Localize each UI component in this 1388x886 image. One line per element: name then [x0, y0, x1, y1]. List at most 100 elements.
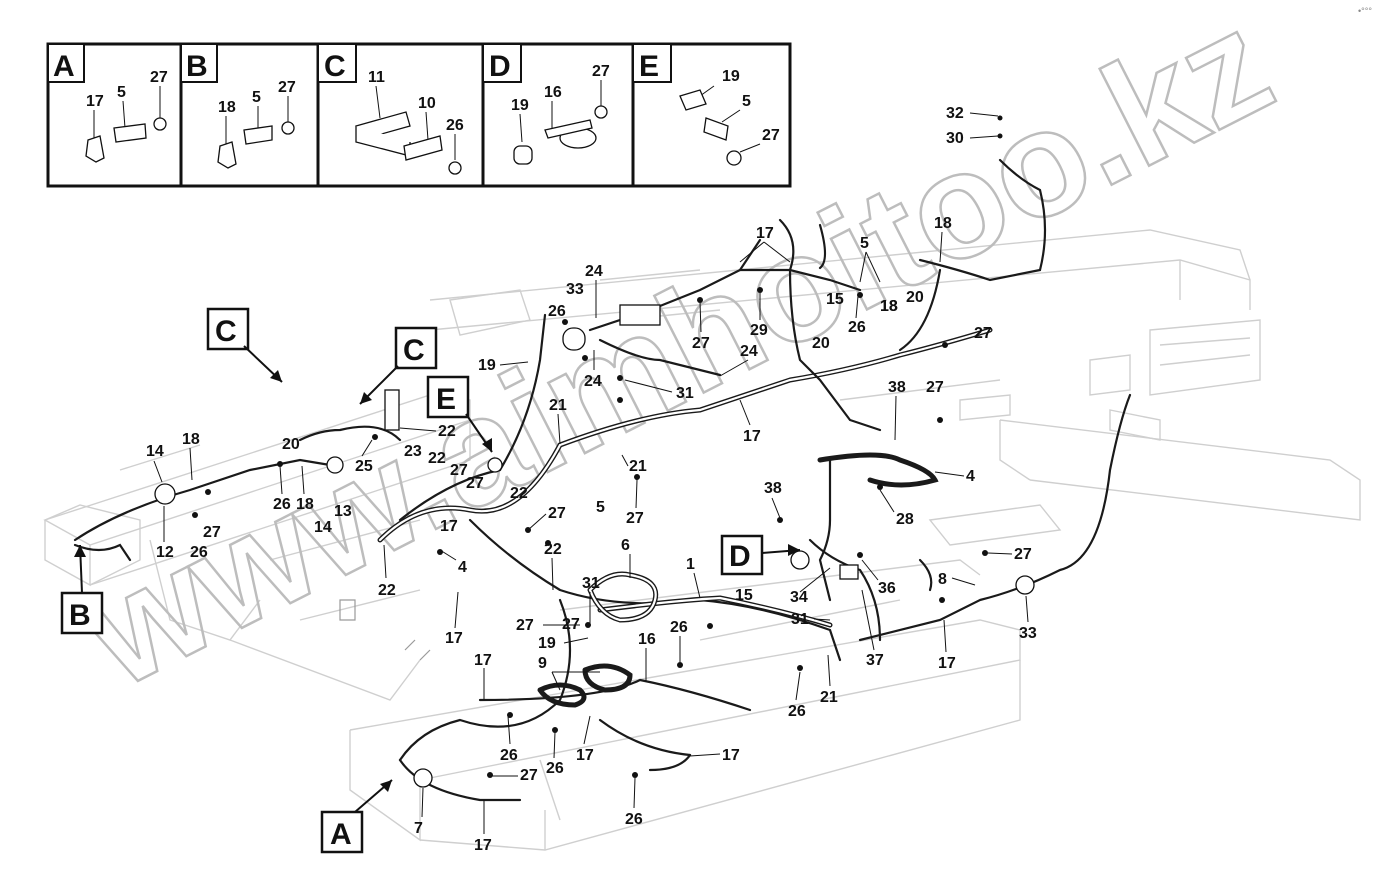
svg-text:17: 17	[576, 747, 594, 764]
view-label-c-left: C	[206, 307, 283, 383]
svg-text:19: 19	[511, 97, 529, 114]
svg-text:10: 10	[418, 95, 436, 112]
svg-text:27: 27	[974, 325, 992, 342]
svg-text:19: 19	[538, 635, 556, 652]
svg-text:9: 9	[538, 655, 547, 672]
view-label-b: B	[60, 544, 104, 635]
svg-text:19: 19	[722, 68, 740, 85]
view-label-a: A	[320, 779, 393, 854]
svg-text:19: 19	[478, 357, 496, 374]
svg-text:20: 20	[282, 436, 300, 453]
svg-text:26: 26	[788, 703, 806, 720]
svg-text:33: 33	[566, 281, 584, 298]
svg-text:B: B	[186, 50, 208, 83]
svg-text:17: 17	[743, 428, 761, 445]
svg-text:D: D	[729, 540, 751, 573]
callout-labels: 32 30 18 17 5 15 26 18 20 18 27 20 38 27…	[146, 105, 1037, 854]
svg-text:17: 17	[938, 655, 956, 672]
fasteners	[192, 115, 1003, 778]
corner-mark: •°°°	[1358, 6, 1372, 16]
svg-text:17: 17	[756, 225, 774, 242]
svg-text:14: 14	[146, 443, 164, 460]
svg-text:26: 26	[500, 747, 518, 764]
detail-panel-e: E 19 5 27	[632, 43, 780, 166]
svg-text:A: A	[53, 50, 75, 83]
svg-text:27: 27	[692, 335, 710, 352]
svg-text:17: 17	[86, 93, 104, 110]
svg-text:27: 27	[516, 617, 534, 634]
view-label-d: D	[720, 534, 801, 576]
detail-panel-c: C 11 10 26	[317, 43, 464, 175]
svg-text:B: B	[69, 599, 91, 632]
svg-text:20: 20	[906, 289, 924, 306]
svg-text:5: 5	[252, 89, 261, 106]
svg-text:26: 26	[848, 319, 866, 336]
svg-text:17: 17	[440, 518, 458, 535]
svg-text:23: 23	[404, 443, 422, 460]
svg-text:31: 31	[582, 575, 600, 592]
svg-text:5: 5	[742, 93, 751, 110]
svg-text:16: 16	[544, 84, 562, 101]
svg-text:5: 5	[596, 499, 605, 516]
svg-text:26: 26	[625, 811, 643, 828]
svg-text:21: 21	[629, 458, 647, 475]
svg-text:22: 22	[510, 485, 528, 502]
svg-text:24: 24	[585, 263, 603, 280]
svg-text:27: 27	[548, 505, 566, 522]
detail-panel-strip	[46, 42, 792, 188]
svg-text:31: 31	[791, 611, 809, 628]
svg-text:21: 21	[549, 397, 567, 414]
svg-text:17: 17	[474, 652, 492, 669]
svg-text:27: 27	[926, 379, 944, 396]
svg-text:17: 17	[722, 747, 740, 764]
svg-text:4: 4	[966, 468, 975, 485]
svg-text:14: 14	[314, 519, 332, 536]
svg-text:11: 11	[368, 69, 385, 86]
svg-text:28: 28	[896, 511, 914, 528]
svg-text:38: 38	[888, 379, 906, 396]
svg-text:15: 15	[735, 587, 753, 604]
svg-text:1: 1	[686, 556, 695, 573]
svg-text:34: 34	[790, 589, 808, 606]
svg-text:24: 24	[740, 343, 758, 360]
svg-text:12: 12	[156, 544, 174, 561]
svg-text:15: 15	[826, 291, 844, 308]
svg-text:37: 37	[866, 652, 884, 669]
svg-text:C: C	[215, 315, 237, 348]
svg-text:18: 18	[182, 431, 200, 448]
svg-text:5: 5	[117, 84, 126, 101]
svg-text:6: 6	[621, 537, 630, 554]
svg-text:27: 27	[203, 524, 221, 541]
svg-text:27: 27	[520, 767, 538, 784]
svg-text:E: E	[639, 50, 659, 83]
svg-text:17: 17	[474, 837, 492, 854]
svg-text:27: 27	[1014, 546, 1032, 563]
svg-text:26: 26	[548, 303, 566, 320]
svg-text:20: 20	[812, 335, 830, 352]
svg-text:18: 18	[934, 215, 952, 232]
svg-text:27: 27	[450, 462, 468, 479]
detail-panel-a: A 27 5 17	[47, 43, 168, 163]
svg-text:27: 27	[592, 63, 610, 80]
view-label-e: E	[426, 375, 493, 453]
svg-text:21: 21	[820, 689, 838, 706]
svg-text:E: E	[436, 383, 456, 416]
svg-text:18: 18	[880, 298, 898, 315]
svg-text:17: 17	[445, 630, 463, 647]
svg-text:31: 31	[676, 385, 694, 402]
svg-text:32: 32	[946, 105, 964, 122]
svg-text:36: 36	[878, 580, 896, 597]
svg-text:27: 27	[562, 616, 580, 633]
detail-panel-d: D 27 16 19	[482, 43, 610, 165]
svg-text:25: 25	[355, 458, 373, 475]
svg-text:4: 4	[458, 559, 467, 576]
svg-text:26: 26	[273, 496, 291, 513]
svg-text:26: 26	[670, 619, 688, 636]
svg-text:22: 22	[438, 423, 456, 440]
svg-text:27: 27	[466, 475, 484, 492]
svg-text:29: 29	[750, 322, 768, 339]
svg-text:33: 33	[1019, 625, 1037, 642]
svg-text:26: 26	[190, 544, 208, 561]
svg-text:26: 26	[446, 117, 464, 134]
